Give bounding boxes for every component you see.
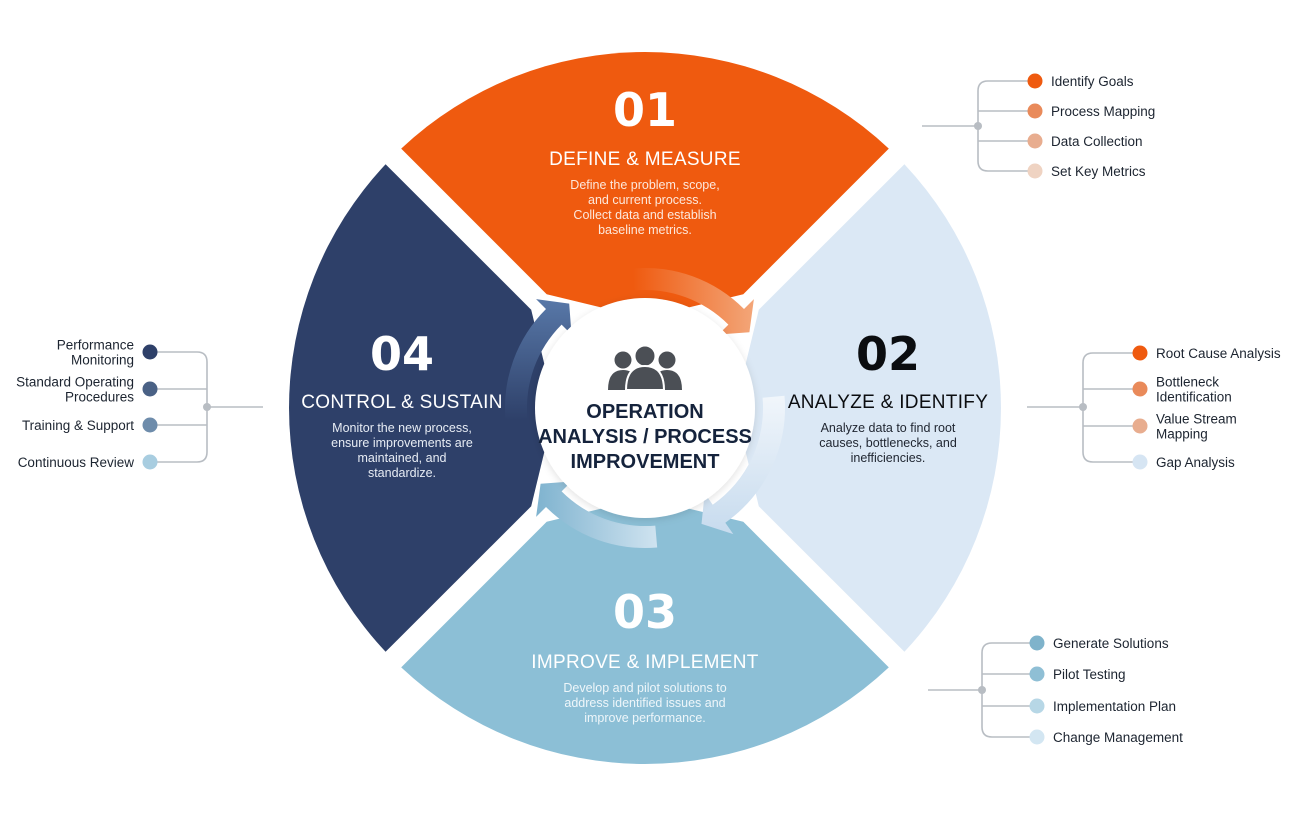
stage-description-line: Analyze data to find root [821, 421, 956, 435]
branch-connector-line [981, 642, 1037, 690]
branch-item-label: Root Cause Analysis [1156, 346, 1281, 361]
stage-description-line: standardize. [368, 466, 436, 480]
branch-item-label: Change Management [1053, 730, 1183, 745]
branch-item-bullet [142, 417, 158, 433]
branch-item-bullet [1027, 103, 1043, 119]
stage-title-define-measure: DEFINE & MEASURE [549, 149, 741, 170]
stage-description-line: baseline metrics. [598, 223, 692, 237]
center-hub [535, 298, 755, 518]
branch-connector-line [1082, 407, 1140, 463]
stage-title-control-sustain: CONTROL & SUSTAIN [301, 392, 502, 413]
branch-item-label: Process Mapping [1051, 104, 1155, 119]
branch-item-label: Pilot Testing [1053, 667, 1126, 682]
stage-description-line: address identified issues and [564, 696, 725, 710]
branch-item-label: Generate Solutions [1053, 636, 1169, 651]
stage-description-line: Develop and pilot solutions to [563, 681, 726, 695]
branch-connector-line [977, 80, 1035, 126]
branch-connector-line [1082, 352, 1140, 407]
sector-analyze-identify [735, 164, 1001, 652]
branch-item-label: Data Collection [1051, 134, 1143, 149]
stage-description-line: improve performance. [584, 711, 706, 725]
branch-item-bullet [1029, 698, 1045, 714]
branch-item-bullet [1027, 133, 1043, 149]
branch-connector-line [150, 351, 208, 407]
branch-item-label: Training & Support [22, 418, 134, 433]
branch-item-label: Implementation Plan [1053, 699, 1176, 714]
branch-item-bullet [1132, 418, 1148, 434]
stage-title-analyze-identify: ANALYZE & IDENTIFY [788, 392, 988, 413]
branch-item-bullet [1132, 345, 1148, 361]
stage-description-line: maintained, and [358, 451, 447, 465]
branch-item-bullet [1029, 666, 1045, 682]
sector-improve-implement [401, 498, 889, 764]
branch-item-bullet [1132, 381, 1148, 397]
stage-description-line: causes, bottlenecks, and [819, 436, 957, 450]
branch-connector-line [981, 690, 1037, 738]
branch-item-label: Set Key Metrics [1051, 164, 1146, 179]
branch-item-bullet [1029, 635, 1045, 651]
cycle-arrow-navy [504, 299, 572, 421]
branch-item-bullet [1027, 73, 1043, 89]
branch-item-bullet [142, 454, 158, 470]
stage-number-01: 01 [613, 83, 677, 137]
stage-description-line: and current process. [588, 193, 702, 207]
branch-connector-line [977, 126, 1035, 172]
branch-item-bullet [142, 381, 158, 397]
branch-junction-dot [1079, 403, 1087, 411]
stage-number-02: 02 [856, 327, 920, 381]
sector-define-measure [401, 52, 889, 319]
branch-connector-line [150, 407, 208, 463]
stage-description-line: Collect data and establish [573, 208, 716, 222]
branch-junction-dot [978, 686, 986, 694]
stage-number-04: 04 [370, 327, 434, 381]
branch-item-bullet [1029, 729, 1045, 745]
branch-item-bullet [142, 344, 158, 360]
stage-description-line: inefficiencies. [851, 451, 926, 465]
branch-junction-dot [974, 122, 982, 130]
branch-item-label: Continuous Review [18, 455, 135, 470]
branch-item-bullet [1132, 454, 1148, 470]
center-title-line-2: ANALYSIS / PROCESS [538, 426, 752, 448]
cycle-arrow-orange [632, 267, 754, 335]
center-title-line-3: IMPROVEMENT [571, 451, 720, 473]
stage-description-line: ensure improvements are [331, 436, 473, 450]
branch-junction-dot [203, 403, 211, 411]
stage-description-line: Monitor the new process, [332, 421, 472, 435]
cycle-arrow-blue [536, 481, 658, 549]
sector-control-sustain [289, 164, 555, 652]
center-title-line-1: OPERATION [586, 401, 703, 423]
stage-description-line: Define the problem, scope, [570, 178, 719, 192]
cycle-arrow-light [701, 395, 786, 535]
branch-item-bullet [1027, 163, 1043, 179]
branch-item-label: Identify Goals [1051, 74, 1134, 89]
branch-item-label: Gap Analysis [1156, 455, 1235, 470]
stage-number-03: 03 [613, 585, 677, 639]
stage-title-improve-implement: IMPROVE & IMPLEMENT [531, 652, 758, 673]
team-people-icon [608, 344, 682, 391]
